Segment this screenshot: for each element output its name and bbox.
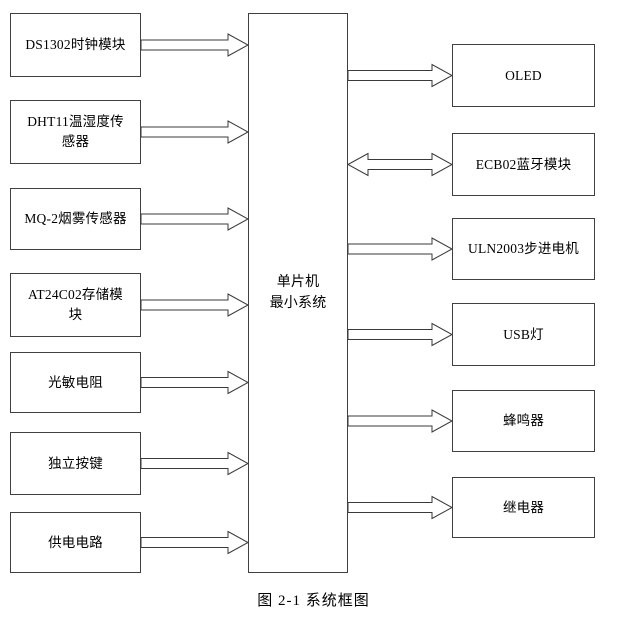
node-label: DS1302时钟模块 [25,37,126,53]
output-node-buzzer[interactable]: 蜂鸣器 [452,390,595,452]
node-label: 独立按键 [48,455,103,471]
node-label: 光敏电阻 [48,374,103,390]
arrow-mcu-to-oled [347,63,454,88]
node-label: ECB02蓝牙模块 [475,156,572,172]
arrow-mcu-to-usb_lamp [347,322,454,347]
input-node-mq2[interactable]: MQ-2烟雾传感器 [10,188,141,250]
figure-caption: 图 2-1 系统框图 [257,593,370,609]
arrow-mcu-to-relay [347,495,454,520]
node-label: OLED [505,67,542,83]
input-node-ds1302[interactable]: DS1302时钟模块 [10,13,141,77]
node-label: 供电电路 [48,534,103,550]
arrow-dht11-to-mcu [140,120,250,144]
node-label: MQ-2烟雾传感器 [24,211,127,227]
output-node-oled[interactable]: OLED [452,44,595,107]
arrow-mcu-to-ecb02 [346,152,454,177]
node-label: 继电器 [502,499,545,515]
input-node-keys[interactable]: 独立按键 [10,432,141,495]
output-node-ecb02[interactable]: ECB02蓝牙模块 [452,133,595,196]
arrow-power-to-mcu [140,530,250,555]
arrow-keys-to-mcu [140,451,250,476]
arrow-at24c02-to-mcu [140,293,250,317]
input-node-at24c02[interactable]: AT24C02存储模 块 [10,273,141,337]
node-label: AT24C02存储模 块 [27,287,123,322]
node-label: 蜂鸣器 [502,413,545,429]
output-node-uln2003[interactable]: ULN2003步进电机 [452,218,595,280]
arrow-mcu-to-buzzer [347,409,454,433]
output-node-usb_lamp[interactable]: USB灯 [452,303,595,366]
arrow-ldr-to-mcu [140,370,250,395]
input-node-dht11[interactable]: DHT11温湿度传 感器 [10,100,141,164]
center-node-mcu[interactable]: 单片机 最小系统 [248,13,348,573]
node-label: DHT11温湿度传 感器 [27,114,124,149]
arrow-mcu-to-uln2003 [347,237,454,261]
output-node-relay[interactable]: 继电器 [452,477,595,538]
arrow-mq2-to-mcu [140,207,250,231]
node-label: ULN2003步进电机 [468,241,579,257]
node-label: 单片机 最小系统 [269,275,327,311]
arrow-ds1302-to-mcu [140,33,250,57]
input-node-power[interactable]: 供电电路 [10,512,141,573]
input-node-ldr[interactable]: 光敏电阻 [10,352,141,413]
node-label: USB灯 [503,326,544,342]
